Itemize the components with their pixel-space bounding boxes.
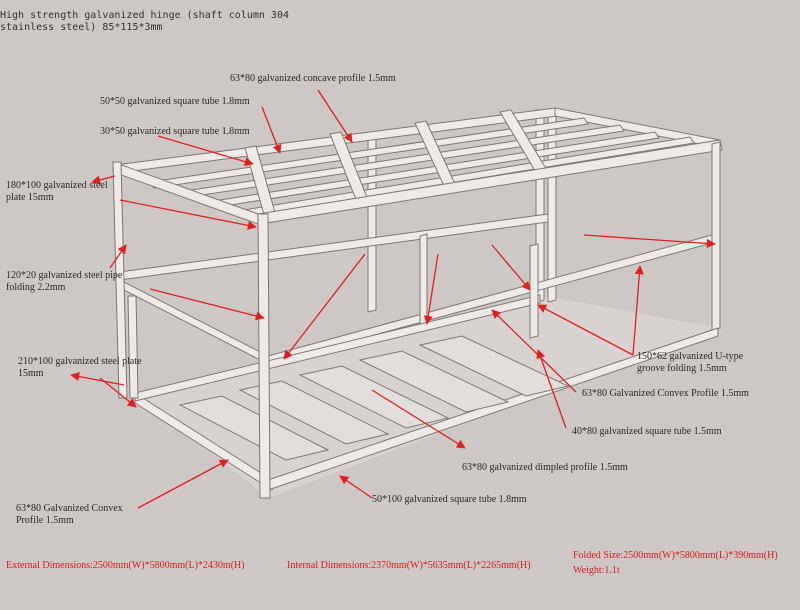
spec-folded-size: Folded Size:2500mm(W)*5800mm(L)*390mm(H) xyxy=(573,550,778,561)
arrow-square-tube-30x50 xyxy=(157,135,254,167)
rear-left-post xyxy=(112,161,128,399)
arrow-square-tube-40x80 xyxy=(536,349,567,429)
arrow-hinge-b xyxy=(423,253,439,325)
arrow-convex-left xyxy=(137,459,229,509)
left-lower-post xyxy=(127,295,139,399)
arrow-steel-pipe-a xyxy=(109,244,127,269)
label-dimpled-profile: 63*80 galvanized dimpled profile 1.5mm xyxy=(462,462,628,473)
label-square-tube-30x50: 30*50 galvanized square tube 1.8mm xyxy=(100,126,250,137)
label-hinge: High strength galvanized hinge (shaft co… xyxy=(0,10,289,33)
label-steel-plate-bottom: 210*100 galvanized steel plate 15mm xyxy=(18,356,142,379)
arrow-hinge-a xyxy=(283,253,366,360)
arrow-u-groove-b xyxy=(632,265,644,356)
arrow-steel-plate-top-a xyxy=(91,175,116,185)
spec-weight: Weight:1.1t xyxy=(573,565,620,576)
floor-joist xyxy=(298,365,450,429)
arrow-hinge-d xyxy=(583,234,716,248)
arrow-convex-right xyxy=(491,309,577,393)
left-mid-rail xyxy=(119,279,273,367)
far-mid-rail xyxy=(119,213,549,281)
label-square-tube-50x100: 50*100 galvanized square tube 1.8mm xyxy=(372,494,527,505)
container-frame-drawing xyxy=(70,89,723,509)
floor-joist xyxy=(178,395,330,461)
near-top-rail xyxy=(257,139,723,225)
arrow-steel-plate-bottom-a xyxy=(70,372,125,386)
arrow-dimpled-profile xyxy=(371,389,466,449)
label-square-tube-50x50: 50*50 galvanized square tube 1.8mm xyxy=(100,96,250,107)
label-steel-plate-top: 180*100 galvanized steel plate 15mm xyxy=(6,180,108,203)
floor-joist xyxy=(358,350,510,413)
floor-joist xyxy=(418,335,570,397)
arrow-concave-profile xyxy=(317,89,353,143)
right-top-rail xyxy=(554,107,721,149)
label-steel-pipe: 120*20 galvanized steel pipe folding 2.2… xyxy=(6,270,123,293)
right-front-post xyxy=(711,141,721,331)
right-lower-post xyxy=(529,243,539,339)
label-concave-profile: 63*80 galvanized concave profile 1.5mm xyxy=(230,73,396,84)
arrow-square-tube-50x50 xyxy=(261,106,282,154)
label-square-tube-40x80: 40*80 galvanized square tube 1.5mm xyxy=(572,426,722,437)
arrow-u-groove-a xyxy=(537,304,634,356)
label-u-groove: 150*62 galvanized U-type groove folding … xyxy=(637,351,744,374)
arrow-steel-pipe-b xyxy=(149,288,265,321)
arrow-steel-plate-top-b xyxy=(119,199,257,230)
label-convex-profile-right: 63*80 Galvanized Convex Profile 1.5mm xyxy=(582,388,749,399)
arrow-hinge-c xyxy=(491,244,531,291)
diagram-canvas: 63*80 galvanized concave profile 1.5mm 5… xyxy=(0,10,800,610)
spec-internal-dimensions: Internal Dimensions:2370mm(W)*5635mm(L)*… xyxy=(287,560,531,571)
label-convex-profile-left: 63*80 Galvanized Convex Profile 1.5mm xyxy=(16,503,123,526)
front-left-post xyxy=(257,213,271,499)
arrow-steel-plate-bottom-b xyxy=(99,377,137,408)
spec-external-dimensions: External Dimensions:2500mm(W)*5800mm(L)*… xyxy=(6,560,245,571)
arrow-square-tube-50x100 xyxy=(339,475,373,499)
hinged-post xyxy=(419,233,428,329)
